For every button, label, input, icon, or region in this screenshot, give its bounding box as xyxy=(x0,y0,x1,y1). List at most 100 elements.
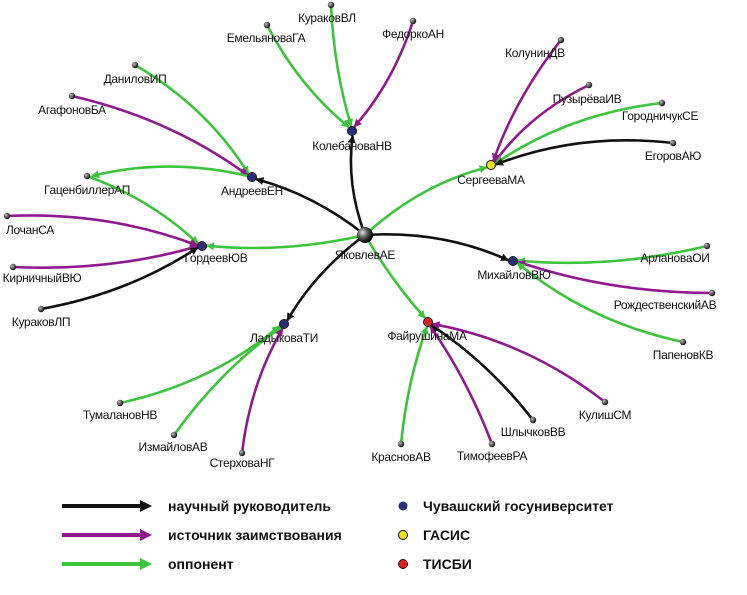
node-label-tumalanov: ТумалановНВ xyxy=(83,408,157,422)
legend-supervisor-label: научный руководитель xyxy=(168,498,332,514)
legend-gasis: ГАСИС xyxy=(397,527,470,543)
node-kirnichny xyxy=(9,263,17,271)
green-arrow-icon xyxy=(62,558,152,570)
legend-opponent-label: оппонент xyxy=(168,556,234,572)
edge-opponent-izmaylov-to-ladykova xyxy=(172,326,282,436)
node-yakovlev xyxy=(357,227,373,243)
node-label-puzyreva: ПузырёваИВ xyxy=(553,92,622,106)
node-label-andreev: АндреевЕН xyxy=(221,184,283,198)
edge-borrowing-kolunin-to-sergeeva xyxy=(492,39,563,162)
node-label-papenov: ПапеновКВ xyxy=(653,348,714,362)
edge-supervisor-shlychkov-to-fayrushina xyxy=(430,324,535,421)
edge-opponent-papenov-to-mikhailov xyxy=(516,262,684,344)
edge-borrowing-rozhdestvensky-to-mikhailov xyxy=(516,260,713,295)
node-label-krasnov: КрасновАВ xyxy=(371,450,431,464)
node-shlychkov xyxy=(529,416,537,424)
edge-borrowing-fedorko-to-kolebanova xyxy=(353,20,415,128)
edge-borrowing-sterkhova-to-ladykova xyxy=(240,327,284,454)
node-label-danilov: ДаниловИП xyxy=(104,72,167,86)
labels-layer: ЯковлевАЕКолебановаНВАндреевЕНГордеевЮВС… xyxy=(3,11,717,470)
node-emelyanova xyxy=(263,21,271,29)
node-agafonov xyxy=(68,92,76,100)
node-andreev xyxy=(247,172,257,182)
edge-borrowing-timofeev-to-fayrushina xyxy=(429,325,494,445)
node-mikhailov xyxy=(508,256,518,266)
edge-opponent-kurakov_vl-to-kolebanova xyxy=(329,4,353,128)
node-ladykova xyxy=(279,319,289,329)
node-label-lochan: ЛочанСА xyxy=(6,223,54,237)
node-label-kolebanova: КолебановаНВ xyxy=(312,139,392,153)
black-arrow-icon xyxy=(62,500,152,512)
node-label-sterkhova: СтерховаНГ xyxy=(210,456,276,470)
node-kolebanova xyxy=(347,126,357,136)
node-label-timofeev: ТимофеевРА xyxy=(457,449,528,463)
node-papenov xyxy=(679,338,687,346)
node-danilov xyxy=(131,61,139,69)
edge-opponent-emelyanova-to-kolebanova xyxy=(265,24,350,129)
node-label-izmaylov: ИзмайловАВ xyxy=(139,440,208,454)
node-label-yakovlev: ЯковлевАЕ xyxy=(335,248,395,262)
edge-opponent-yakovlev-to-fayrushina xyxy=(363,234,427,319)
nodes-layer xyxy=(3,1,716,457)
legend-gasis-label: ГАСИС xyxy=(423,527,471,543)
node-kurakov_vl xyxy=(327,1,335,9)
node-sterkhova xyxy=(238,449,246,457)
edge-opponent-danilov-to-andreev xyxy=(134,63,250,175)
node-gordeev xyxy=(197,241,207,251)
node-label-rozhdestvensky: РождественскийАВ xyxy=(614,298,717,312)
node-kurakov_lp xyxy=(37,305,45,313)
edge-opponent-krasnov-to-fayrushina xyxy=(399,325,429,445)
edge-opponent-yakovlev-to-gordeev xyxy=(205,233,366,251)
node-label-mikhailov: МихайловВЮ xyxy=(477,268,550,282)
node-puzyreva xyxy=(585,81,593,89)
node-lochan xyxy=(3,212,11,220)
legend-borrowing: источник заимствования xyxy=(62,527,342,543)
purple-arrow-icon xyxy=(62,529,152,541)
node-label-kirnichny: КирничныйВЮ xyxy=(3,271,82,285)
edge-supervisor-yakovlev-to-kolebanova xyxy=(347,134,367,236)
node-label-ladykova: ЛадыковаТИ xyxy=(250,331,318,345)
node-label-kulish: КулишСМ xyxy=(579,408,632,422)
legend-supervisor: научный руководитель xyxy=(62,498,331,514)
node-label-kolunin: КолунинДВ xyxy=(505,46,565,60)
legend-opponent: оппонент xyxy=(62,556,234,572)
edge-supervisor-yakovlev-to-ladykova xyxy=(286,233,366,322)
node-label-agafonov: АгафоновБА xyxy=(38,103,106,117)
edge-supervisor-yakovlev-to-mikhailov xyxy=(364,233,509,262)
legend-chuvash-label: Чувашский госуниверситет xyxy=(423,498,614,514)
node-label-gatsenbiller: ГаценбиллерАП xyxy=(44,183,130,197)
legend-chuvash: Чувашский госуниверситет xyxy=(397,498,614,514)
node-label-egorov: ЕгоровАЮ xyxy=(645,149,701,163)
node-rozhdestvensky xyxy=(708,289,716,297)
edge-borrowing-puzyreva-to-sergeeva xyxy=(493,83,590,163)
node-sergeeva xyxy=(486,160,496,170)
node-kolunin xyxy=(557,36,565,44)
legend-tisbi: ТИСБИ xyxy=(397,556,472,572)
edge-supervisor-kurakov_lp-to-gordeev xyxy=(40,246,199,311)
edge-supervisor-yakovlev-to-andreev xyxy=(255,177,366,237)
node-izmaylov xyxy=(170,431,178,439)
node-tumalanov xyxy=(116,399,124,407)
node-label-arlanova: АрлановаОИ xyxy=(640,251,709,265)
node-gatsenbiller xyxy=(83,172,91,180)
edge-borrowing-agafonov-to-andreev xyxy=(71,94,249,176)
node-arlanova xyxy=(703,242,711,250)
node-kulish xyxy=(601,398,609,406)
legend-tisbi-label: ТИСБИ xyxy=(423,556,472,572)
edge-opponent-arlanova-to-mikhailov xyxy=(516,244,708,266)
yellow-dot-icon xyxy=(398,530,408,540)
node-label-kurakov_vl: КураковВЛ xyxy=(298,11,356,25)
edge-opponent-andreev-to-gatsenbiller xyxy=(91,165,253,179)
edge-borrowing-kulish-to-fayrushina xyxy=(431,321,606,404)
edge-opponent-gorodnichuk-to-sergeeva xyxy=(494,101,663,165)
edges-layer xyxy=(6,4,713,454)
red-dot-icon xyxy=(398,559,408,569)
blue-dot-icon xyxy=(398,501,408,511)
node-gorodnichuk xyxy=(658,99,666,107)
node-fayrushina xyxy=(423,317,433,327)
node-label-fedorko: ФедоркоАН xyxy=(382,27,444,41)
edge-borrowing-kirnichny-to-gordeev xyxy=(12,244,198,270)
node-label-shlychkov: ШлычковВВ xyxy=(501,425,566,439)
node-label-sergeeva: СергееваМА xyxy=(457,173,525,187)
